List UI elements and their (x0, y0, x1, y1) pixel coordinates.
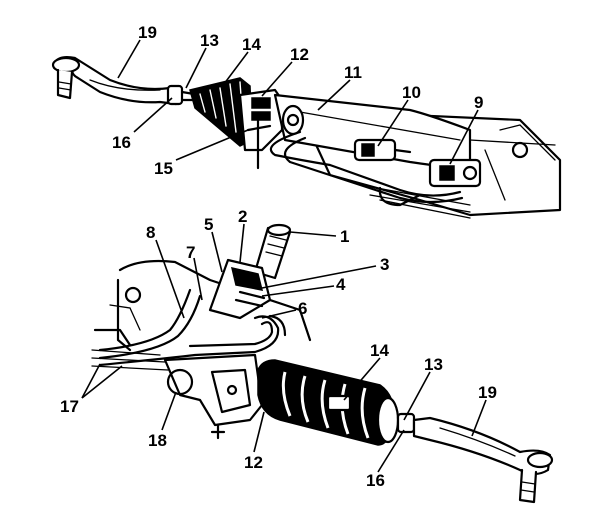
callout-top-10: 10 (402, 83, 421, 102)
callout-top-12: 12 (290, 45, 309, 64)
callout-top-9: 9 (474, 93, 483, 112)
bottom-valve-body (208, 258, 272, 320)
top-fitting-9 (428, 158, 482, 188)
callout-bottom-2: 2 (238, 207, 247, 226)
bottom-pinion-shaft (253, 223, 292, 280)
callout-top-11: 11 (344, 63, 362, 82)
callout-top-15: 15 (154, 159, 173, 178)
top-mount-clamp (238, 88, 284, 170)
top-assembly (51, 56, 562, 219)
callout-bottom-18: 18 (148, 431, 167, 450)
callout-bottom-3: 3 (380, 255, 389, 274)
top-tie-rod-end (51, 56, 180, 106)
callout-bottom-4: 4 (336, 275, 346, 294)
callout-bottom-14: 14 (370, 341, 389, 360)
bottom-boot (257, 359, 400, 446)
callout-bottom-17: 17 (60, 397, 79, 416)
callout-bottom-6: 6 (298, 299, 307, 318)
callout-top-16: 16 (112, 133, 131, 152)
callout-bottom-12: 12 (244, 453, 263, 472)
callout-top-13: 13 (200, 31, 219, 50)
callout-bottom-8: 8 (146, 223, 155, 242)
callout-bottom-19: 19 (478, 383, 497, 402)
bottom-frame-background (91, 259, 312, 371)
callout-labels: 19 13 14 12 11 10 9 16 15 1 2 5 8 7 3 4 … (60, 23, 497, 490)
top-hydraulic-lines (269, 130, 464, 207)
callout-bottom-5: 5 (204, 215, 213, 234)
callout-bottom-1: 1 (340, 227, 349, 246)
top-jam-nut (166, 84, 196, 106)
callout-top-14: 14 (242, 35, 261, 54)
bottom-housing-mount (163, 353, 264, 440)
bottom-hydraulic-lines (98, 288, 287, 367)
top-fitting-10 (353, 138, 412, 162)
bottom-tie-rod-end (412, 416, 554, 504)
bottom-assembly (91, 223, 554, 504)
callout-bottom-16: 16 (366, 471, 385, 490)
callout-bottom-7: 7 (186, 243, 195, 262)
callout-top-19: 19 (138, 23, 157, 42)
callout-bottom-13: 13 (424, 355, 443, 374)
leader-lines (81, 39, 487, 473)
